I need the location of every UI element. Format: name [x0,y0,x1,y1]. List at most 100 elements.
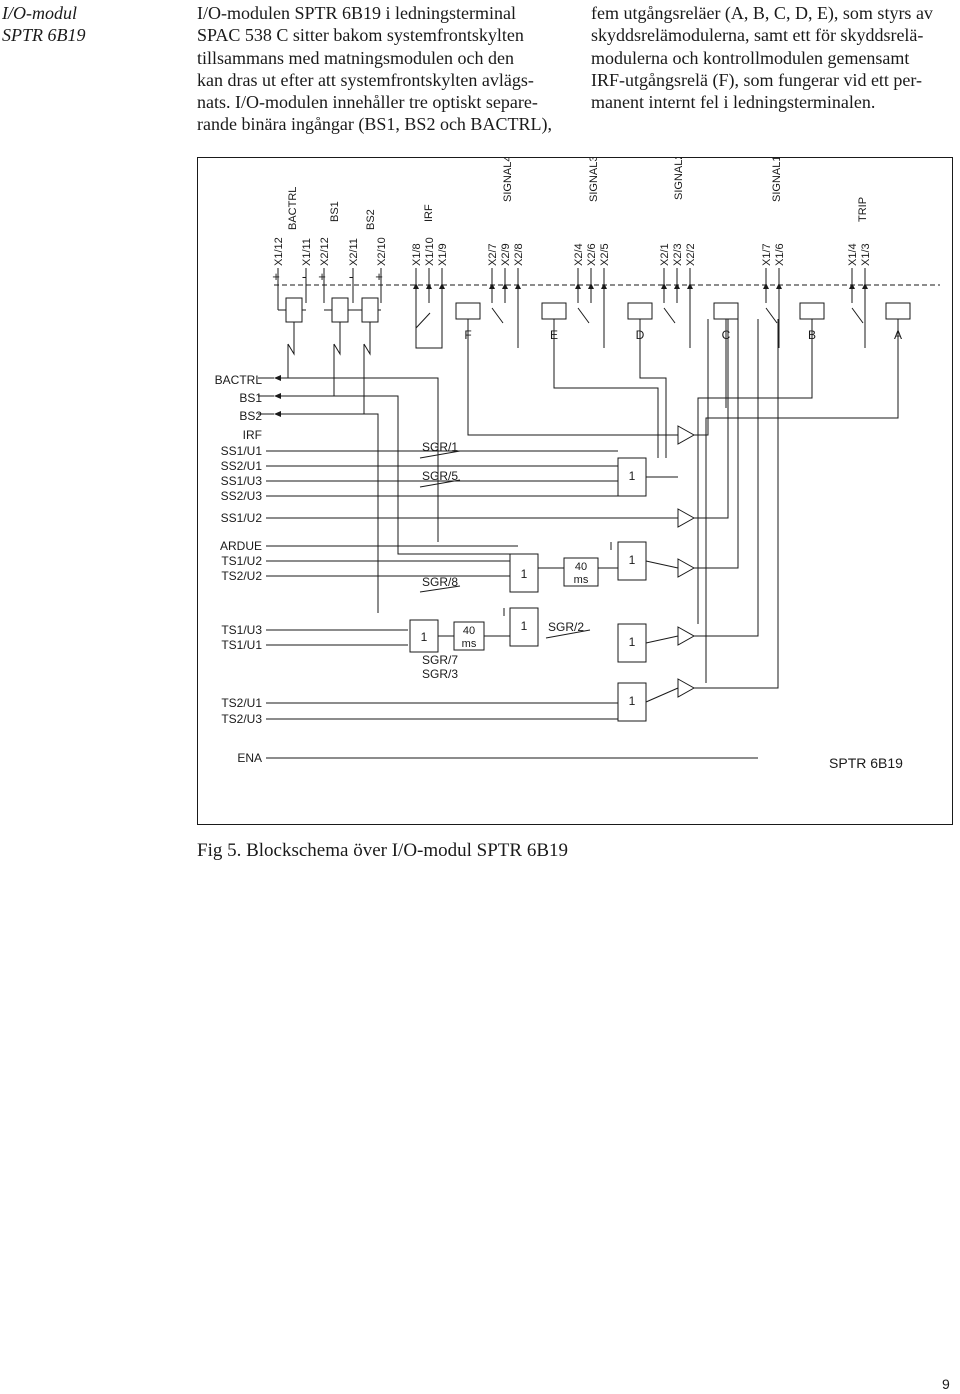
body-line: skyddsrelämodulerna, samt ett för skydds… [591,25,924,46]
input-label-bactrl: BACTRL [215,373,263,387]
terminal-label: X2/12 [319,237,331,266]
terminal-label: X2/9 [500,243,512,266]
timer-box [453,621,485,651]
group-label: BACTRL [287,187,299,230]
body-line: rande binära ingångar (BS1, BS2 och BACT… [197,114,552,135]
arrow-up-icon [588,283,594,289]
terminal-label: X2/5 [599,243,611,266]
sgr-label-1: SGR/1 [422,440,458,454]
sgr-label-3: SGR/3 [422,667,458,681]
switch-contact [419,585,461,593]
input-label-bs1: BS1 [239,391,262,405]
polarity-sign: + [318,269,326,284]
body-line: SPAC 538 C sitter bakom systemfrontskylt… [197,25,524,46]
arrow-up-icon [413,283,419,289]
polarity-sign: - [349,269,353,284]
relay-coil-F [455,302,481,320]
switch-contact [419,450,461,459]
figure-caption: Fig 5. Blockschema över I/O-modul SPTR 6… [197,840,569,861]
arrow-left-icon [274,393,281,399]
body-line: kan dras ut efter att systemfrontskylten… [197,69,534,90]
switch-contact [663,307,676,324]
arrow-up-icon [601,283,607,289]
terminal-label: X1/9 [437,243,449,266]
body-line: manent internt fel i ledningsterminalen. [591,92,876,113]
wire [281,395,510,555]
switch-contact [415,312,431,329]
wire [694,319,739,569]
wire [694,319,779,689]
wire [281,377,439,542]
input-opto-bs2 [361,297,379,323]
gate-label: 1 [521,567,528,581]
arrow-up-icon [515,283,521,289]
sidebar-title-line-1: I/O-modul [2,3,77,23]
input-opto-bactrl [285,297,303,323]
switch-contact [851,307,864,324]
arrow-left-icon [274,411,281,417]
arrow-up-icon [687,283,693,289]
input-label-bs2: BS2 [239,409,262,423]
wire [694,319,759,637]
relay-coil-D [627,302,653,320]
terminal-label: X2/4 [573,243,585,266]
signal-label: TS1/U3 [221,623,262,637]
signal-label: TS2/U2 [221,569,262,583]
timer-value: 40 [463,625,475,637]
gate-label: 1 [521,619,528,633]
arrow-up-icon [661,283,667,289]
group-label: SIGNAL2 [673,158,685,200]
arrow-up-icon [439,283,445,289]
wire [705,319,899,683]
signal-label: ENA [237,751,262,765]
or-gate [409,619,439,653]
wire [363,322,371,356]
group-label: SIGNAL3 [588,158,600,202]
group-label: IRF [423,204,435,222]
buffer-amplifier-icon [677,425,696,445]
body-line: IRF-utgångsrelä (F), som fungerar vid et… [591,69,923,90]
signal-label: TS1/U1 [221,638,262,652]
switch-contact [491,307,504,324]
arrow-up-icon [849,283,855,289]
terminal-label: X2/1 [659,243,671,266]
or-gate [617,623,647,663]
or-gate [509,553,539,593]
group-label: BS1 [329,201,341,222]
signal-label: SS1/U1 [221,444,263,458]
buffer-amplifier-icon [677,626,696,646]
arrow-up-icon [502,283,508,289]
polarity-sign: - [302,269,306,284]
wire [645,687,679,703]
terminal-label: X2/10 [376,237,388,266]
wire [281,344,289,379]
wire [333,322,341,356]
arrow-up-icon [575,283,581,289]
signal-label: SS2/U3 [221,489,263,503]
terminal-label: X1/11 [301,238,313,266]
wire [467,319,678,436]
relay-coil-E [541,302,567,320]
wire [694,319,729,519]
arrow-up-icon [489,283,495,289]
relay-coil-A [885,302,911,320]
polarity-sign: + [272,269,280,284]
timer-unit: ms [574,574,589,586]
signal-label: SS1/U2 [221,511,263,525]
wire [281,344,365,415]
group-label: SIGNAL1 [771,158,783,202]
polarity-sign: + [375,269,383,284]
arrow-left-icon [274,375,281,381]
terminal-label: X2/8 [513,243,525,266]
arrow-up-icon [776,283,782,289]
sgr-label-2: SGR/2 [548,620,584,634]
sgr-label-8: SGR/8 [422,575,458,589]
arrow-up-icon [674,283,680,289]
signal-label: ARDUE [220,539,262,553]
buffer-amplifier-icon [677,558,696,578]
terminal-label: X1/4 [847,243,859,266]
or-gate [617,457,647,497]
group-label: BS2 [365,209,377,230]
